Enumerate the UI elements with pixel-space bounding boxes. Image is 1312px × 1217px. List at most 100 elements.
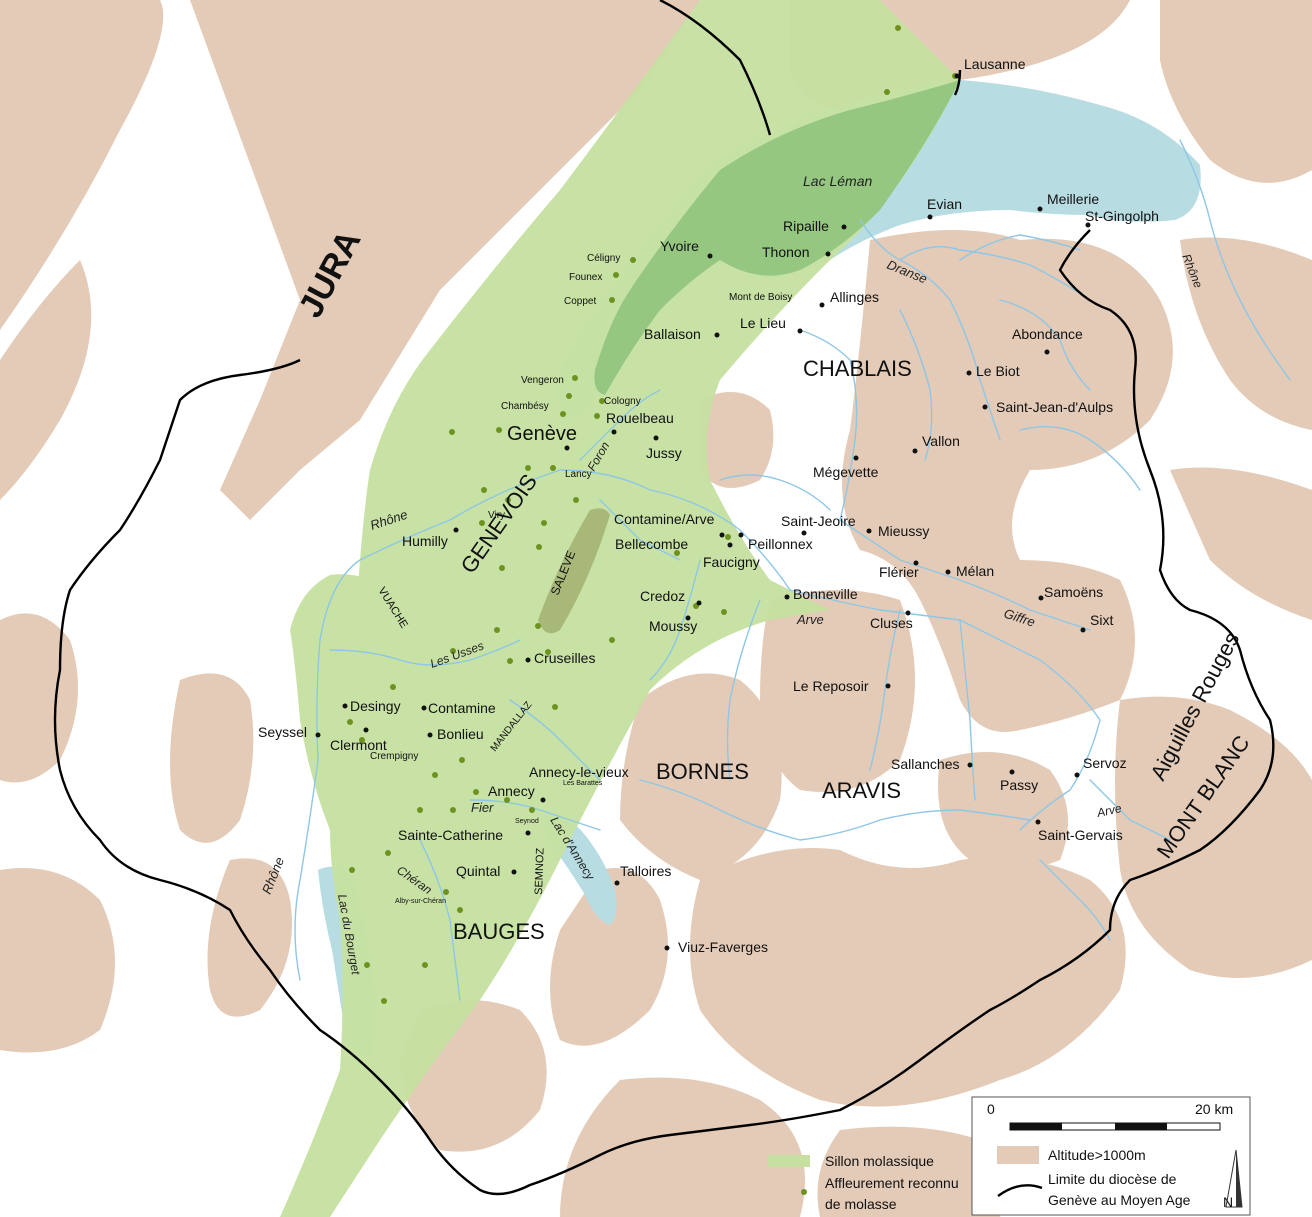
- scale-start: 0: [987, 1101, 995, 1117]
- outcrop-dot: [609, 297, 615, 303]
- place-annecy-le-vieux: Annecy-le-vieux: [529, 764, 629, 780]
- place-faucigny: Faucigny: [703, 554, 760, 570]
- outcrop-dot: [422, 962, 428, 968]
- place-flerier: Flérier: [879, 564, 919, 580]
- outcrop-dot: [347, 719, 353, 725]
- place-vallon: Vallon: [922, 433, 960, 449]
- legend-molasse-swatch: [768, 1155, 810, 1167]
- place-le-reposoir: Le Reposoir: [793, 678, 869, 694]
- outcrop-dot: [884, 89, 890, 95]
- place-bonneville: Bonneville: [793, 586, 858, 602]
- outcrop-dot: [507, 658, 513, 664]
- place-founex: Founex: [569, 272, 602, 283]
- outcrop-dot: [479, 520, 485, 526]
- outcrop-dot: [566, 393, 572, 399]
- outcrop-dot: [494, 627, 500, 633]
- molasse-trench: [280, 0, 960, 1217]
- place-st-gingolph: St-Gingolph: [1085, 208, 1159, 224]
- outcrop-dot: [450, 648, 456, 654]
- outcrop-dot: [385, 850, 391, 856]
- outcrop-dot: [545, 649, 551, 655]
- outcrop-dot: [535, 623, 541, 629]
- place-celigny: Céligny: [587, 253, 620, 264]
- place-annecy: Annecy: [488, 783, 535, 799]
- legend-outcrop-1: Affleurement reconnu: [825, 1175, 959, 1191]
- place-sainte-catherine: Sainte-Catherine: [398, 827, 503, 843]
- place-cologny: Cologny: [604, 396, 641, 407]
- place-sixt: Sixt: [1090, 612, 1113, 628]
- place-desingy: Desingy: [350, 698, 401, 714]
- place-seyssel: Seyssel: [258, 724, 307, 740]
- place-contamine-arve: Contamine/Arve: [614, 511, 715, 527]
- region-bornes: BORNES: [656, 759, 749, 784]
- place-meillerie: Meillerie: [1047, 191, 1099, 207]
- place-saint-jeoire: Saint-Jeoire: [781, 513, 856, 529]
- place-saint-gervais: Saint-Gervais: [1038, 827, 1123, 843]
- outcrop-dot: [499, 565, 505, 571]
- place-dots: [315, 73, 1091, 951]
- place-credoz: Credoz: [640, 588, 685, 604]
- outcrop-dot: [349, 867, 355, 873]
- outcrop-dot: [630, 257, 636, 263]
- place-servoz: Servoz: [1083, 755, 1127, 771]
- outcrop-dot: [552, 704, 558, 710]
- outcrop-dot: [895, 25, 901, 31]
- place-lancy: Lancy: [565, 469, 592, 480]
- place-coppet: Coppet: [564, 296, 596, 307]
- place-lausanne: Lausanne: [964, 56, 1026, 72]
- outcrop-dot: [525, 465, 531, 471]
- place-cruseilles: Cruseilles: [534, 650, 595, 666]
- outcrop-dot: [550, 465, 556, 471]
- outcrop-dot: [450, 807, 456, 813]
- outcrop-dot: [381, 998, 387, 1004]
- water-arve-servoz: Arve: [1095, 801, 1123, 820]
- outcrop-dot: [496, 427, 502, 433]
- place-rouelbeau: Rouelbeau: [606, 410, 674, 426]
- north-label: N: [1223, 1194, 1233, 1210]
- outcrop-dot: [505, 497, 511, 503]
- place-cluses: Cluses: [870, 615, 913, 631]
- outcrop-dot: [529, 807, 535, 813]
- outcrop-dot: [594, 413, 600, 419]
- outcrop-dot: [504, 797, 510, 803]
- outcrop-dot: [721, 609, 727, 615]
- place-mont-de-boisy: Mont de Boisy: [729, 292, 792, 303]
- place-megevette: Mégevette: [813, 464, 879, 480]
- place-sallanches: Sallanches: [891, 756, 960, 772]
- outcrop-dot: [573, 497, 579, 503]
- legend-altitude: Altitude>1000m: [1048, 1147, 1146, 1163]
- place-seynod: Seynod: [515, 818, 539, 825]
- water-lac-leman: Lac Léman: [803, 173, 872, 189]
- place-thonon: Thonon: [762, 244, 809, 260]
- place-moussy: Moussy: [649, 618, 697, 634]
- legend-boundary-2: Genève au Moyen Age: [1048, 1192, 1191, 1208]
- place-abondance: Abondance: [1012, 326, 1083, 342]
- diocese-boundary: [53, 0, 1275, 1196]
- place-mieussy: Mieussy: [878, 523, 929, 539]
- outcrop-dot: [432, 772, 438, 778]
- outcrop-dot: [609, 637, 615, 643]
- place-allinges: Allinges: [830, 289, 879, 305]
- outcrop-dot: [541, 520, 547, 526]
- outcrop-dot: [459, 757, 465, 763]
- place-geneve: Genève: [507, 423, 577, 445]
- outcrop-dot: [560, 411, 566, 417]
- place-melan: Mélan: [956, 563, 994, 579]
- region-aravis: ARAVIS: [822, 778, 901, 803]
- legend-altitude-swatch: [997, 1146, 1039, 1164]
- legend-molasse: Sillon molassique: [825, 1153, 934, 1169]
- place-le-biot: Le Biot: [976, 363, 1020, 379]
- outcrop-dot: [417, 807, 423, 813]
- legend-outcrop-dot: [801, 1189, 807, 1195]
- outcrop-dot: [457, 907, 463, 913]
- place-passy: Passy: [1000, 777, 1038, 793]
- place-quintal: Quintal: [456, 863, 500, 879]
- region-chablais: CHABLAIS: [803, 356, 912, 381]
- place-bellecombe: Bellecombe: [615, 536, 688, 552]
- place-humilly: Humilly: [402, 533, 448, 549]
- place-talloires: Talloires: [620, 863, 671, 879]
- outcrop-dot: [390, 684, 396, 690]
- region-semnoz: SEMNOZ: [533, 847, 547, 895]
- place-yvoire: Yvoire: [660, 238, 699, 254]
- place-contamine: Contamine: [428, 700, 496, 716]
